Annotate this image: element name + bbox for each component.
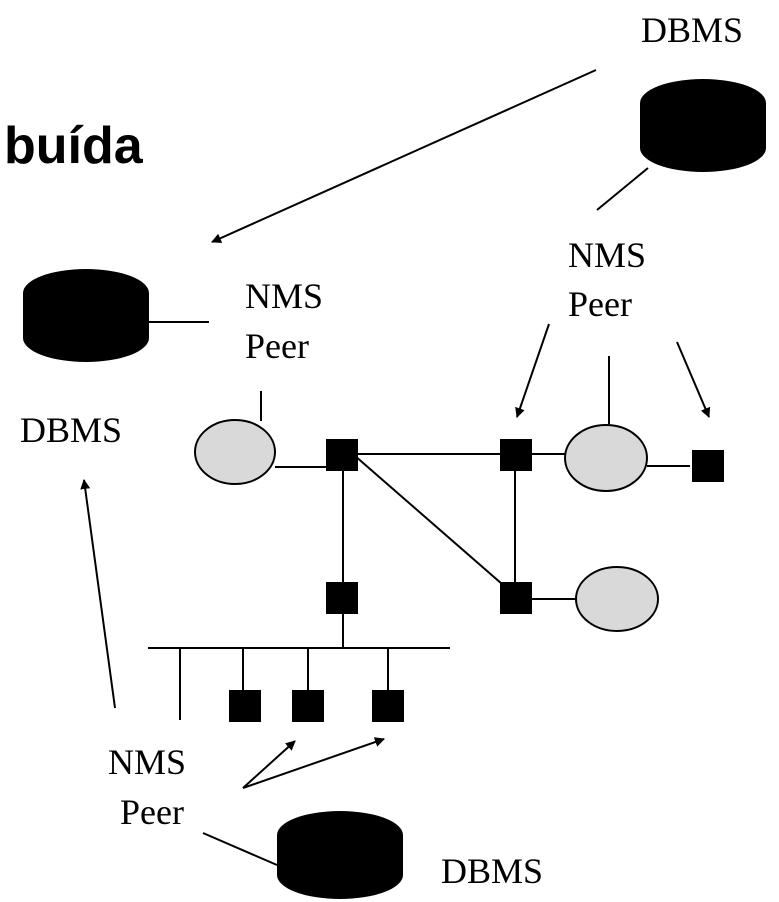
nms-peer-left-line1: NMS: [245, 276, 323, 316]
arrow-top-db-to-left-peer: [211, 69, 597, 243]
page-title: buída: [4, 117, 144, 175]
bus-node-1: [229, 690, 261, 722]
database-top-right: [640, 79, 766, 172]
switch-d: [326, 582, 358, 614]
database-left: [23, 269, 149, 362]
host-bottom-right: [575, 566, 659, 632]
arrow-right-peer-to-far-switch: [676, 341, 711, 418]
host-nodes: [194, 419, 659, 632]
switch-b: [500, 439, 532, 471]
nms-peer-left-line2: Peer: [245, 326, 309, 366]
dbms-label-top-right: DBMS: [641, 10, 743, 50]
arrow-bottom-peer-to-left-db: [80, 479, 116, 709]
switch-nodes: [229, 439, 724, 722]
nms-peer-right-line2: Peer: [568, 284, 632, 324]
bus-node-2: [292, 690, 324, 722]
dbms-label-bottom: DBMS: [441, 851, 543, 891]
flow-arrows: [80, 69, 711, 789]
network-links: [148, 167, 690, 866]
dbms-label-left: DBMS: [20, 410, 122, 450]
nms-peer-bottom-line2: Peer: [120, 792, 184, 832]
host-right: [564, 424, 648, 492]
nms-peer-bottom-line1: NMS: [108, 742, 186, 782]
bus-node-3: [372, 690, 404, 722]
arrow-right-peer-to-switch: [515, 323, 550, 418]
host-left: [194, 419, 276, 485]
switch-far-right: [692, 450, 724, 482]
switch-c: [500, 582, 532, 614]
nms-peer-right-line1: NMS: [568, 235, 646, 275]
database-bottom: [277, 811, 403, 899]
arrow-bottom-peer-to-node-2: [242, 737, 385, 789]
switch-a: [326, 439, 358, 471]
arrow-bottom-peer-to-node-1: [242, 740, 296, 789]
